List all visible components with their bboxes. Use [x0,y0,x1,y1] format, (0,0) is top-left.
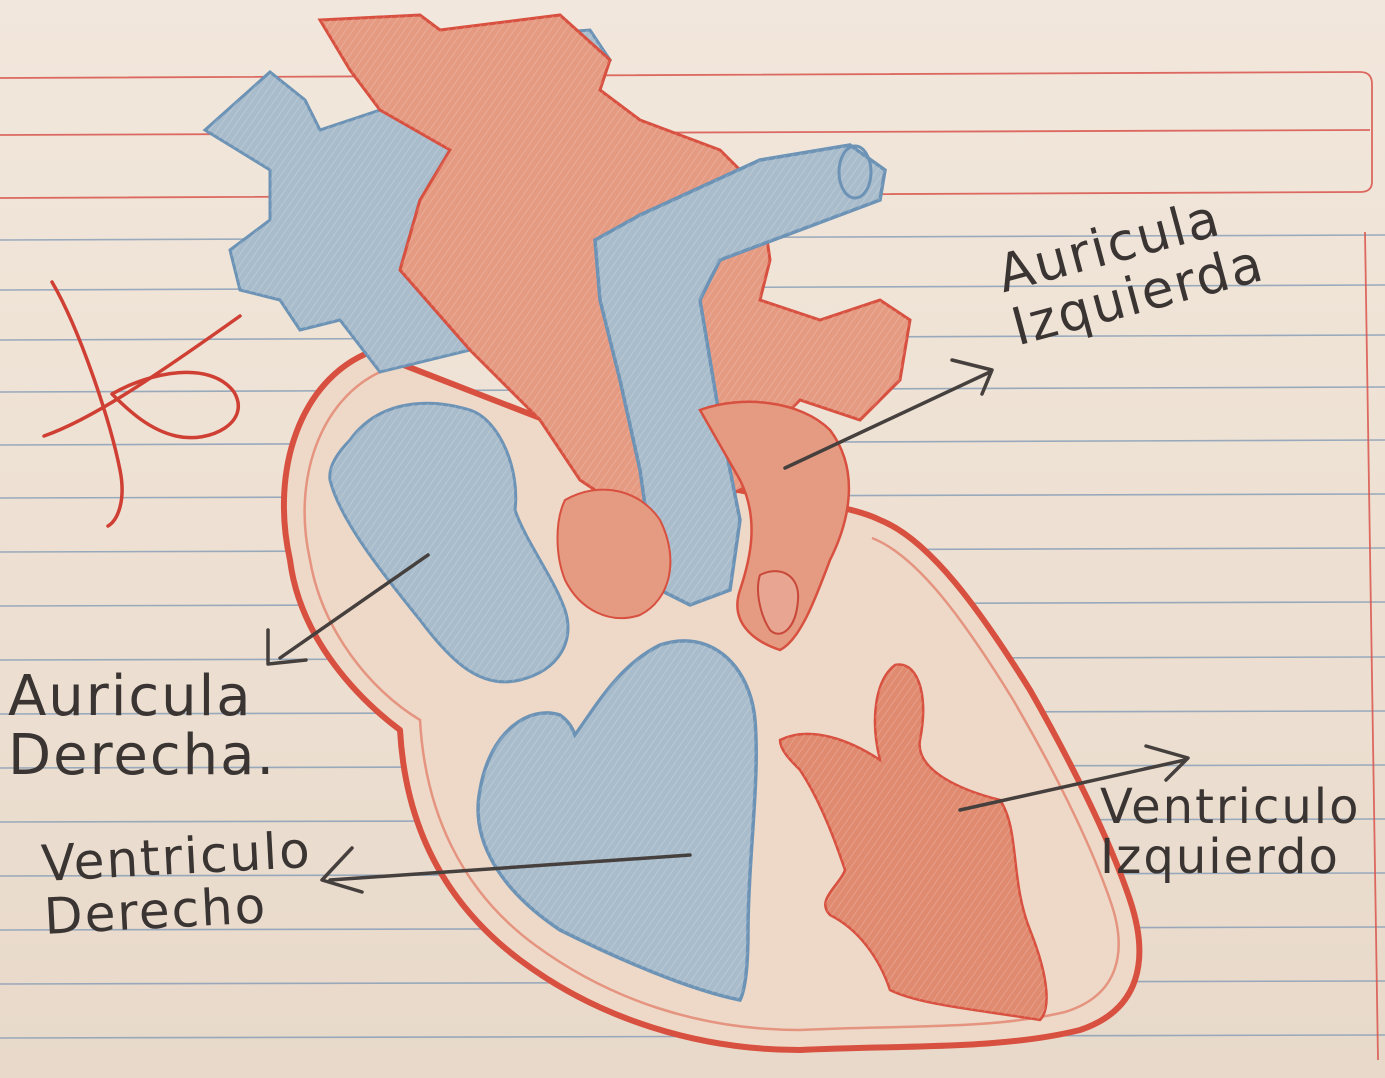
label-ventriculo-izquierdo-line1: Ventriculo [1100,782,1360,832]
label-ventriculo-izquierdo-line2: Izquierdo [1100,832,1360,882]
label-auricula-derecha-line2: Derecha. [8,727,276,786]
label-auricula-derecha-line1: Auricula [8,668,276,727]
label-ventriculo-derecho: Ventriculo Derecho [40,824,316,943]
label-ventriculo-izquierdo: Ventriculo Izquierdo [1100,782,1360,883]
knot-doodle [44,282,240,526]
label-auricula-derecha: Auricula Derecha. [8,668,276,786]
